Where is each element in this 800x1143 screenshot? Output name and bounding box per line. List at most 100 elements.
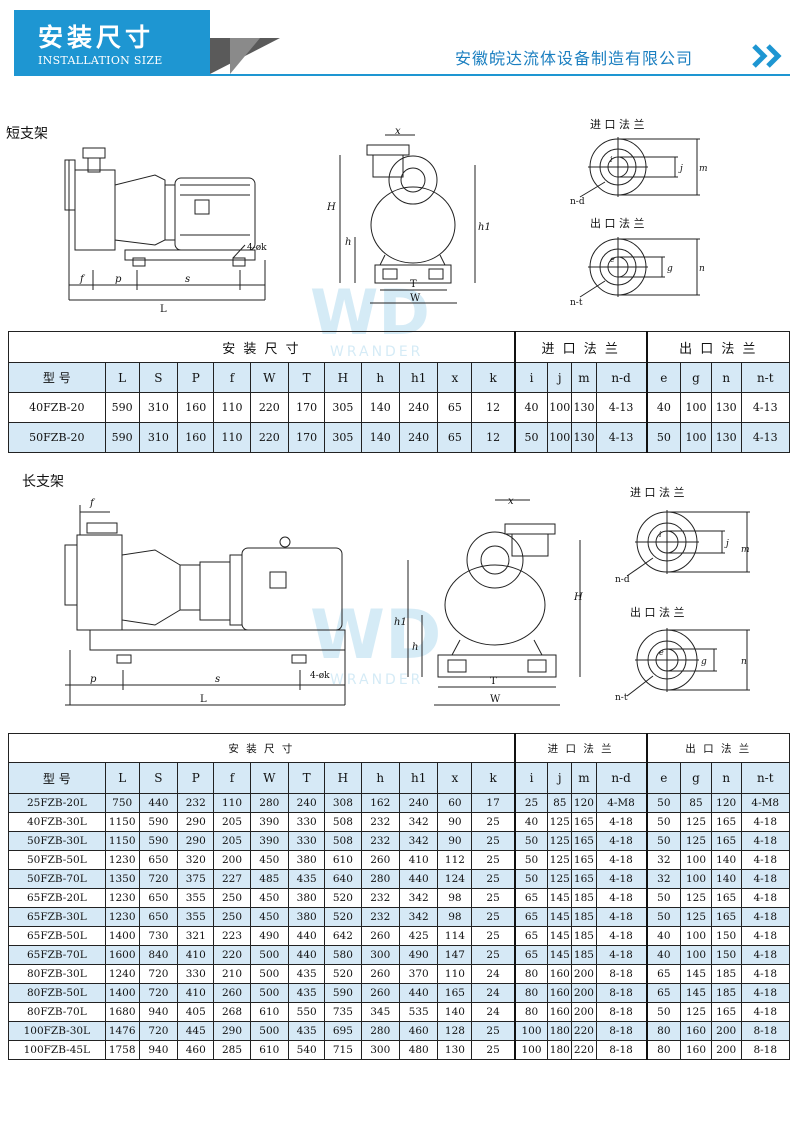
value-cell: 500: [249, 945, 290, 965]
inlet-flange-drawing-2: 进 口 法 兰 j m i n-d: [615, 485, 750, 585]
column-header: L: [104, 362, 140, 393]
value-cell: 490: [249, 926, 290, 946]
value-cell: 4-18: [595, 907, 648, 927]
value-cell: 40: [646, 945, 682, 965]
dim-h1-label: h1: [394, 617, 407, 628]
column-header: m: [571, 362, 597, 393]
value-cell: 210: [213, 964, 251, 984]
dim-j-label: j: [678, 164, 683, 174]
pump-long-side-view-drawing: f p s L 4-øk: [64, 498, 346, 706]
value-cell: 720: [138, 1021, 179, 1041]
dim-W-label: W: [490, 694, 501, 705]
value-cell: 375: [177, 869, 215, 889]
value-cell: 185: [571, 907, 597, 927]
column-header: n-t: [740, 362, 791, 393]
value-cell: 500: [249, 1021, 290, 1041]
value-cell: 160: [177, 392, 215, 423]
value-cell: 25: [471, 926, 516, 946]
company-name: 安徽皖达流体设备制造有限公司: [455, 49, 694, 68]
value-cell: 65: [514, 945, 549, 965]
value-cell: 730: [138, 926, 179, 946]
dim-n-label: n: [699, 264, 705, 274]
model-cell: 50FZB-30L: [8, 831, 106, 851]
group-install: 安 装 尺 寸: [7, 733, 516, 763]
column-header: f: [213, 762, 251, 794]
value-cell: 80: [514, 983, 549, 1003]
value-cell: 590: [138, 812, 179, 832]
value-cell: 140: [710, 869, 742, 889]
value-cell: 240: [398, 392, 439, 423]
column-header: m: [571, 762, 597, 794]
dim-f-label: f: [89, 498, 96, 509]
value-cell: 205: [213, 831, 251, 851]
pump-front-view-drawing: x H h h1 T W: [326, 126, 491, 304]
value-cell: 535: [398, 1002, 439, 1022]
column-header: i: [514, 362, 549, 393]
value-cell: 342: [398, 888, 439, 908]
value-cell: 165: [710, 1002, 742, 1022]
column-header: S: [138, 362, 179, 393]
value-cell: 520: [324, 907, 362, 927]
outlet-flange-title: 出 口 法 兰: [630, 605, 685, 619]
value-cell: 200: [571, 983, 597, 1003]
value-cell: 50: [646, 422, 682, 453]
dim-j-label: j: [724, 539, 729, 549]
model-cell: 65FZB-50L: [8, 926, 106, 946]
value-cell: 250: [213, 907, 251, 927]
value-cell: 165: [710, 831, 742, 851]
bolt-label: 4-øk: [310, 671, 330, 681]
column-header: 型 号: [8, 362, 106, 393]
model-cell: 40FZB-20: [8, 392, 106, 423]
column-header: h: [360, 362, 400, 393]
value-cell: 200: [710, 1040, 742, 1060]
value-cell: 65: [437, 422, 473, 453]
value-cell: 100: [514, 1040, 549, 1060]
value-cell: 170: [288, 422, 326, 453]
dim-e-label: e: [659, 648, 664, 657]
value-cell: 162: [360, 793, 400, 813]
column-header: e: [646, 762, 682, 794]
value-cell: 940: [138, 1040, 179, 1060]
watermark-text: WRANDER: [330, 672, 423, 688]
value-cell: 1230: [104, 907, 140, 927]
value-cell: 220: [213, 945, 251, 965]
value-cell: 165: [710, 907, 742, 927]
value-cell: 405: [177, 1002, 215, 1022]
value-cell: 1600: [104, 945, 140, 965]
value-cell: 232: [360, 907, 400, 927]
value-cell: 305: [324, 422, 362, 453]
value-cell: 100: [547, 392, 573, 423]
value-cell: 205: [213, 812, 251, 832]
value-cell: 720: [138, 983, 179, 1003]
value-cell: 440: [398, 983, 439, 1003]
value-cell: 145: [680, 964, 712, 984]
value-cell: 220: [249, 422, 290, 453]
value-cell: 8-18: [595, 964, 648, 984]
column-header: g: [680, 362, 712, 393]
value-cell: 185: [710, 983, 742, 1003]
value-cell: 140: [360, 392, 400, 423]
value-cell: 280: [360, 869, 400, 889]
value-cell: 268: [213, 1002, 251, 1022]
value-cell: 232: [360, 812, 400, 832]
section-label-short-bracket: 短支架: [6, 126, 48, 142]
page-title: 安装尺寸: [38, 23, 155, 52]
value-cell: 25: [471, 907, 516, 927]
outlet-flange-drawing: 出 口 法 兰 g n e n-t: [570, 216, 705, 308]
watermark-logo-2: WD WRANDER: [310, 596, 441, 688]
inlet-flange-title: 进 口 法 兰: [630, 485, 685, 499]
value-cell: 160: [680, 1040, 712, 1060]
value-cell: 180: [547, 1021, 573, 1041]
value-cell: 260: [213, 983, 251, 1003]
value-cell: 100: [680, 926, 712, 946]
value-cell: 4-18: [595, 926, 648, 946]
value-cell: 100: [680, 422, 712, 453]
value-cell: 460: [177, 1040, 215, 1060]
value-cell: 4-18: [740, 850, 791, 870]
value-cell: 240: [288, 793, 326, 813]
value-cell: 650: [138, 907, 179, 927]
value-cell: 25: [471, 831, 516, 851]
